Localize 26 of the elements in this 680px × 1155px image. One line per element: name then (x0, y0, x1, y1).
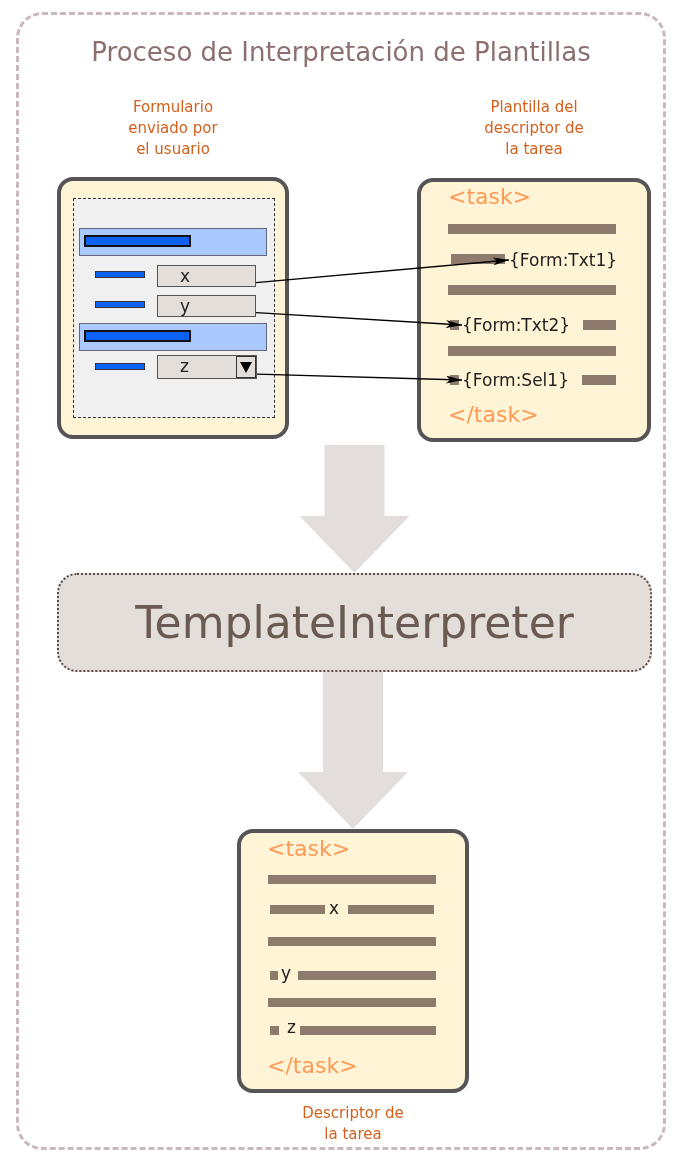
arrow (255, 311, 463, 329)
placeholder-text: {Form:Sel1} (462, 367, 578, 393)
value-text: z (287, 1016, 296, 1038)
placeholder-text: {Form:Txt1} (509, 247, 625, 273)
dropdown-field: z (157, 355, 257, 379)
card-heading: Plantilla del descriptor de la tarea (483, 97, 585, 160)
process-box (57, 573, 652, 672)
card-background (237, 829, 469, 1093)
card-heading: Formulario enviado por el usuario (127, 97, 219, 160)
arrow (255, 257, 510, 284)
text-field: x (157, 265, 256, 287)
dashed-frame (16, 12, 666, 1150)
block-arrow (299, 445, 410, 573)
tag-text: </task> (267, 1053, 358, 1079)
process-label: TemplateInterpreter (135, 597, 574, 648)
caption-text: Descriptor de la tarea (301, 1103, 405, 1145)
placeholder-text: {Form:Txt2} (462, 312, 578, 338)
value-text: y (281, 962, 292, 984)
text-field: y (157, 295, 256, 317)
arrow (256, 373, 463, 384)
block-arrow (298, 672, 408, 829)
tag-text: </task> (448, 402, 539, 428)
tag-text: <task> (448, 184, 532, 210)
tag-text: <task> (267, 836, 351, 862)
frame-heading: Proceso de Interpretación de Plantillas (90, 37, 592, 67)
value-text: x (329, 897, 340, 919)
